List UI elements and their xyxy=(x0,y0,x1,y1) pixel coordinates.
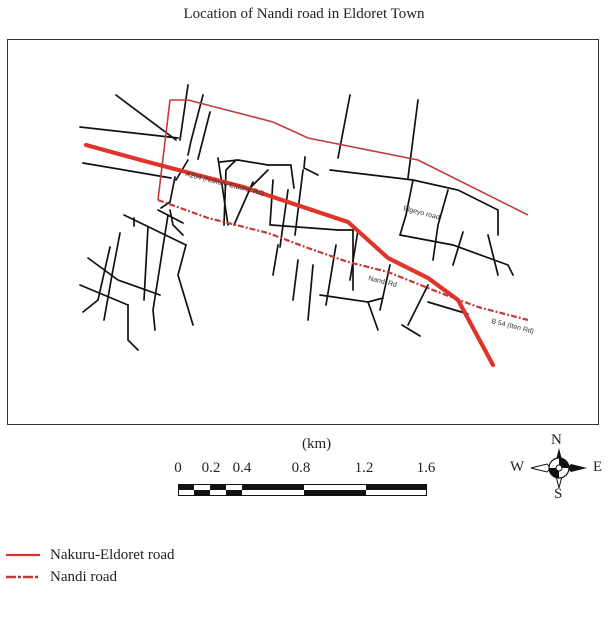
map-title: Location of Nandi road in Eldoret Town xyxy=(183,6,425,22)
legend-item-nandi-road: Nandi road xyxy=(6,566,175,588)
legend: Nakuru-Eldoret road Nandi road xyxy=(6,544,175,588)
scale-unit: (km) xyxy=(302,436,332,452)
scale-tick: 0 xyxy=(174,460,182,476)
legend-swatch-solid-line-icon xyxy=(6,553,40,557)
legend-item-nakuru-eldoret: Nakuru-Eldoret road xyxy=(6,544,175,566)
nakuru-eldoret-road xyxy=(83,142,496,368)
compass-east: E xyxy=(593,459,603,475)
nandi-road xyxy=(157,99,529,322)
map-frame: A104 (Nakuru-Eldoret Rd) Elgeyo road Nan… xyxy=(7,39,599,425)
label-b54: B 54 (Iten Rd) xyxy=(491,318,535,335)
scale-tick: 1.2 xyxy=(354,460,374,476)
label-elgeyo: Elgeyo road xyxy=(402,205,440,221)
compass-north: N xyxy=(551,432,562,448)
scale-tick: 0.2 xyxy=(201,460,221,476)
compass-south: S xyxy=(554,486,563,502)
scale-tick: 0.4 xyxy=(232,460,252,476)
label-nandi: Nandi Rd xyxy=(368,275,398,289)
legend-swatch-dashed-line-icon xyxy=(6,575,40,579)
street-network xyxy=(79,84,514,351)
scale-tick: 1.6 xyxy=(416,460,436,476)
compass-west: W xyxy=(510,459,525,475)
compass-star-icon xyxy=(530,448,587,489)
legend-label: Nandi road xyxy=(50,568,118,585)
compass-rose: N S W E xyxy=(500,432,608,504)
map-canvas: A104 (Nakuru-Eldoret Rd) Elgeyo road Nan… xyxy=(79,84,535,368)
scale-tick: 0.8 xyxy=(291,460,311,476)
scale-bar xyxy=(178,484,427,496)
scale-bar-group: (km) 0 0.2 0.4 0.8 1.2 1.6 xyxy=(170,434,440,496)
legend-label: Nakuru-Eldoret road xyxy=(50,546,175,563)
